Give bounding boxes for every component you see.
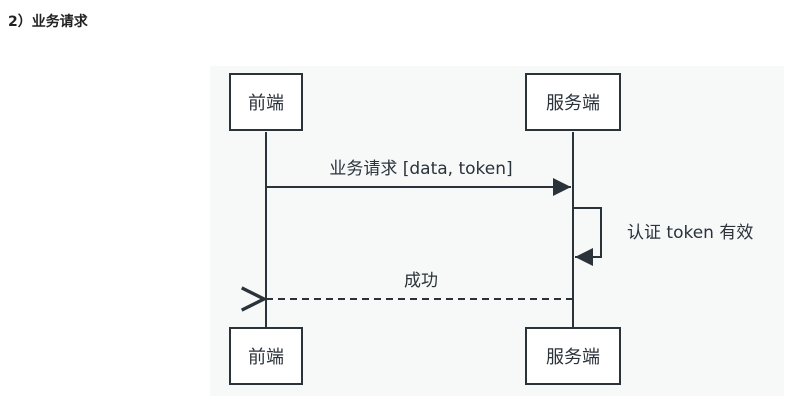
sequence-diagram: 前端 服务端 业务请求 [data, token] 认证 token 有效 成功… (210, 66, 784, 396)
request-message-label: 业务请求 [data, token] (329, 159, 512, 179)
participant-client-top: 前端 (229, 73, 303, 131)
participant-server-bottom-label: 服务端 (546, 347, 600, 368)
participant-client-bottom: 前端 (229, 327, 303, 385)
participant-server-bottom: 服务端 (525, 327, 621, 385)
participant-server-top: 服务端 (525, 73, 621, 131)
self-check-arrow (573, 207, 602, 266)
response-message-label: 成功 (404, 271, 438, 291)
participant-client-top-label: 前端 (248, 93, 284, 114)
sequence-diagram-canvas: 前端 服务端 业务请求 [data, token] 认证 token 有效 成功… (229, 73, 753, 385)
section-heading: 2）业务请求 (8, 14, 88, 30)
participant-server-top-label: 服务端 (546, 93, 600, 114)
self-check-message-label: 认证 token 有效 (627, 223, 753, 243)
participant-client-bottom-label: 前端 (248, 347, 284, 368)
